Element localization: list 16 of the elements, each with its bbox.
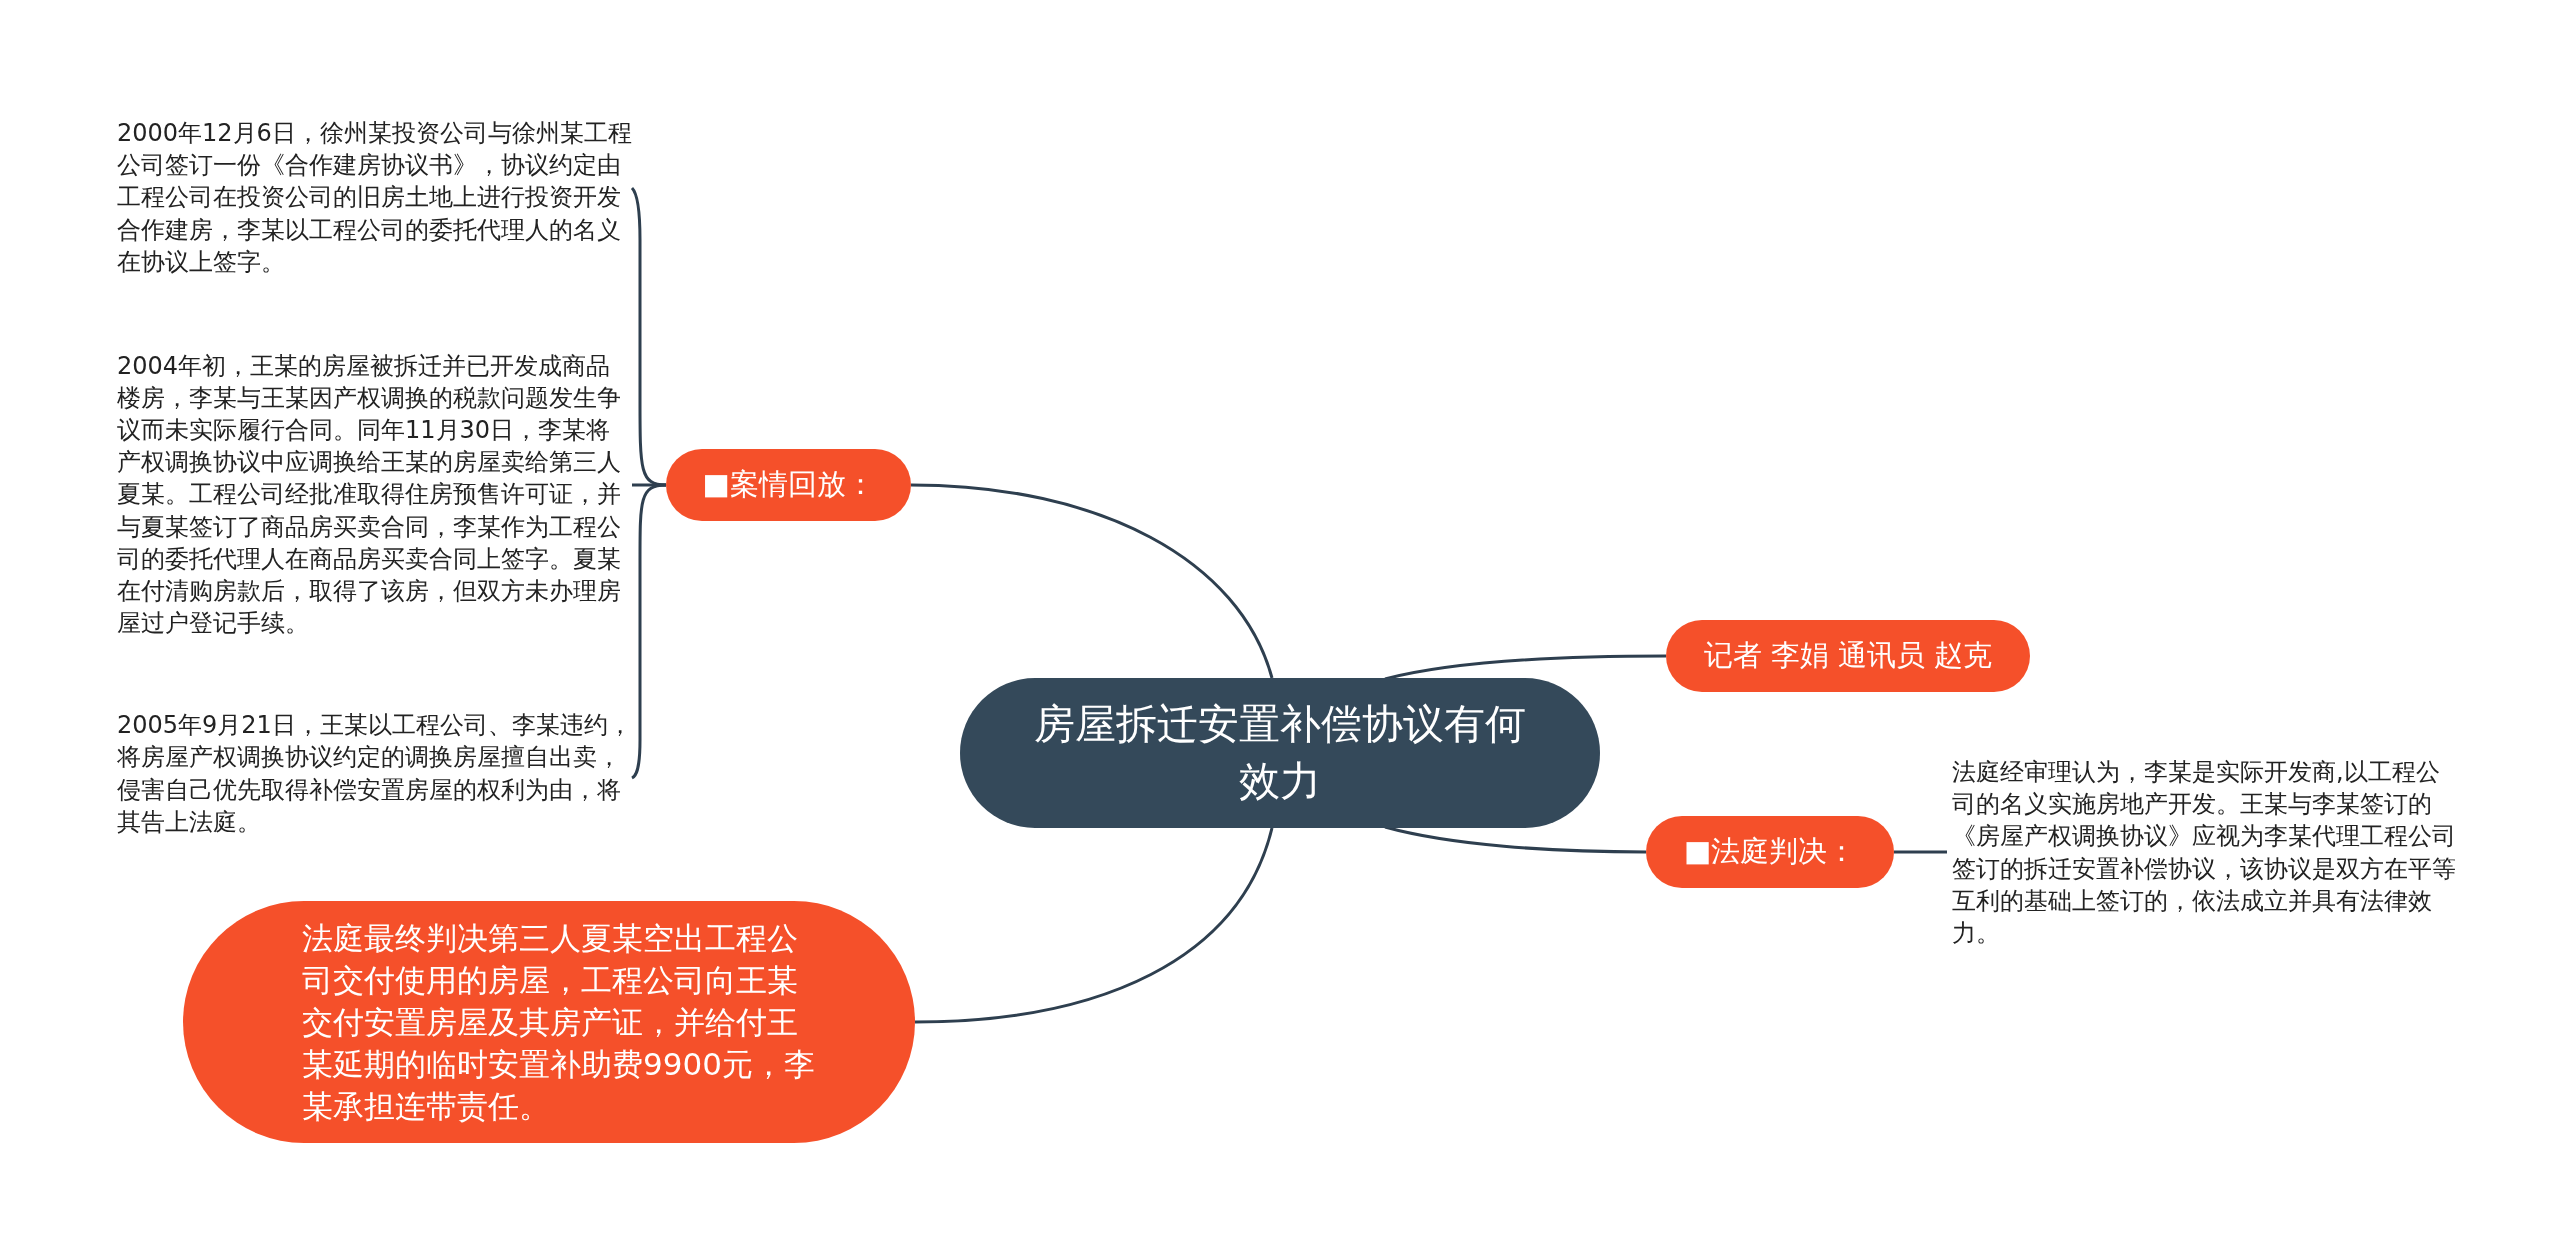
connector-line [1384,825,1646,854]
connector-line [1894,850,1947,854]
topic-bubble: 记者 李娟 通讯员 赵克 [1666,620,2030,692]
topic-bubble: 法庭最终判决第三人夏某空出工程公司交付使用的房屋，工程公司向王某交付安置房屋及其房产证，并给付王某延期的临时安置补助费9900元，李某承担连带责任。 [183,901,915,1143]
connector-line [910,483,1274,679]
connector-line [631,483,667,780]
connector-line [1384,654,1666,681]
note-text: 法庭经审理认为，李某是实际开发商,以工程公司的名义实施房地产开发。王某与李某签订的《房屋产权调换协议》应视为李某代理工程公司签订的拆迁安置补偿协议，该协议是双方在平等互利的基础上签订的，依法成立并具有法律效力。 [1952,757,2457,949]
topic-bubble: ■法庭判决： [1646,816,1894,888]
topic-bubble: ■案情回放： [666,449,911,521]
connector-line [630,187,667,487]
note-text: 2000年12月6日，徐州某投资公司与徐州某工程公司签订一份《合作建房协议书》，协议约定由工程公司在投资公司的旧房土地上进行投资开发合作建房，李某以工程公司的委托代理人的名义在协议上签字。 [117,118,632,278]
central-topic-bubble: 房屋拆迁安置补偿协议有何效力 [960,678,1600,828]
note-text: 2005年9月21日，王某以工程公司、李某违约，将房屋产权调换协议约定的调换房屋擅自出卖，侵害自己优先取得补偿安置房屋的权利为由，将其告上法庭。 [117,710,632,838]
note-text: 2004年初，王某的房屋被拆迁并已开发成商品楼房，李某与王某因产权调换的税款问题发生争议而未实际履行合同。同年11月30日，李某将产权调换协议中应调换给王某的房屋卖给第三人夏某。工程公司经批准取得住房预售许可证，并与夏某签订了商品房买卖合同，李某作为工程公司的委托代理人在商品房买卖合同上签字。夏某在付清购房款后，取得了该房，但双方未办理房屋过户登记手续。 [117,350,622,640]
connector-line [914,827,1274,1024]
